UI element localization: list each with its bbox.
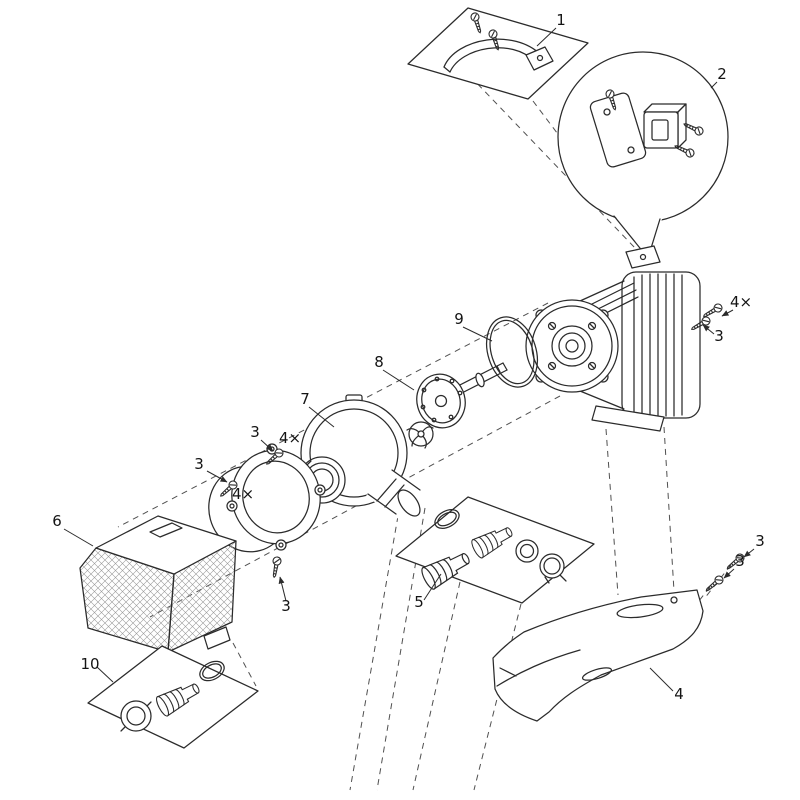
part-1-handle-box: [407, 7, 589, 100]
callout-part-2: 2: [717, 65, 727, 83]
part-10-fittings-box: [87, 645, 259, 749]
part-6-filter-cage: [79, 515, 237, 653]
callout-qty-4x: 4×: [730, 293, 752, 311]
callout-part-3: 3: [281, 597, 291, 615]
callout-leaders: [63, 27, 755, 692]
callout-part-4: 4: [674, 685, 684, 703]
callout-part-3: 3: [735, 552, 745, 570]
callout-part-3: 3: [194, 455, 204, 473]
motor-front-face: [525, 299, 619, 393]
callout-part-9: 9: [454, 310, 464, 328]
motor-unit: [525, 245, 701, 432]
impeller-blades: [406, 421, 434, 449]
clamp-nut: [539, 553, 567, 584]
callout-part-3: 3: [714, 327, 724, 345]
handle-drawing: [443, 38, 554, 73]
motor-foot: [591, 405, 665, 432]
callout-part-7: 7: [300, 390, 310, 408]
callout-part-1: 1: [556, 11, 566, 29]
part-7-pump-housing: [298, 394, 424, 520]
screw-icon: [269, 555, 283, 579]
connector-drawing: [589, 92, 687, 168]
part-9-o-ring: [485, 316, 539, 388]
threaded-nut: [120, 700, 152, 732]
callout-qty-4x: 4×: [279, 429, 301, 447]
part-8-impeller: [406, 362, 508, 449]
callout-part-5: 5: [414, 593, 424, 611]
callout-labels: 1 2 4× 3 9 8 7 3 4× 3 4× 6 5 3 3 3 4 10: [52, 11, 765, 703]
callout-qty-4x: 4×: [232, 485, 254, 503]
callout-part-3: 3: [755, 532, 765, 550]
callout-part-6: 6: [52, 512, 62, 530]
callout-part-10: 10: [80, 655, 99, 673]
part-2-detail-circle: [557, 51, 729, 260]
o-ring-small: [199, 660, 225, 682]
flange-ring: [208, 443, 326, 553]
part-4-base: [492, 589, 704, 722]
union-ring: [515, 539, 539, 563]
part-5-fittings-box: [395, 496, 595, 604]
o-ring-small: [434, 509, 460, 529]
callout-part-3: 3: [250, 423, 260, 441]
callout-part-8: 8: [374, 353, 384, 371]
screw-icon: [703, 573, 726, 595]
